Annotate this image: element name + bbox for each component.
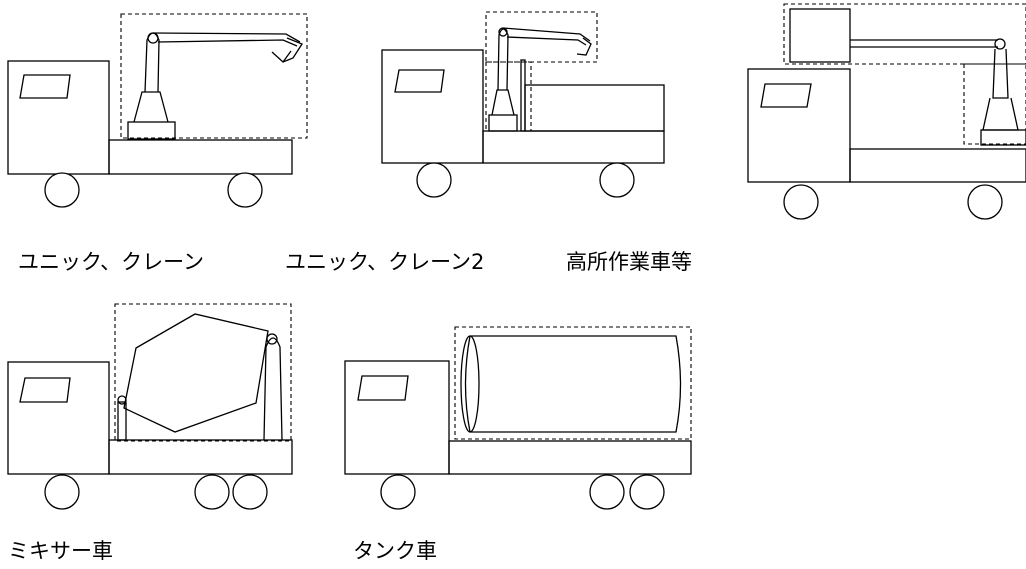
unic-crane-truck-2-drawing [381,11,665,198]
aerial-work-platform-truck-drawing [747,3,1026,220]
unic-crane-label: ユニック、クレーン [18,250,205,274]
tank-truck-drawing [344,326,692,510]
unic-crane-2-label: ユニック、クレーン2 [285,250,485,274]
tank-truck-label: タンク車 [353,539,437,563]
mixer-truck-label: ミキサー車 [8,539,113,563]
mixer-truck-drawing [7,303,293,510]
aerial-work-platform-label: 高所作業車等 [566,250,692,274]
unic-crane-truck-drawing [7,13,308,208]
